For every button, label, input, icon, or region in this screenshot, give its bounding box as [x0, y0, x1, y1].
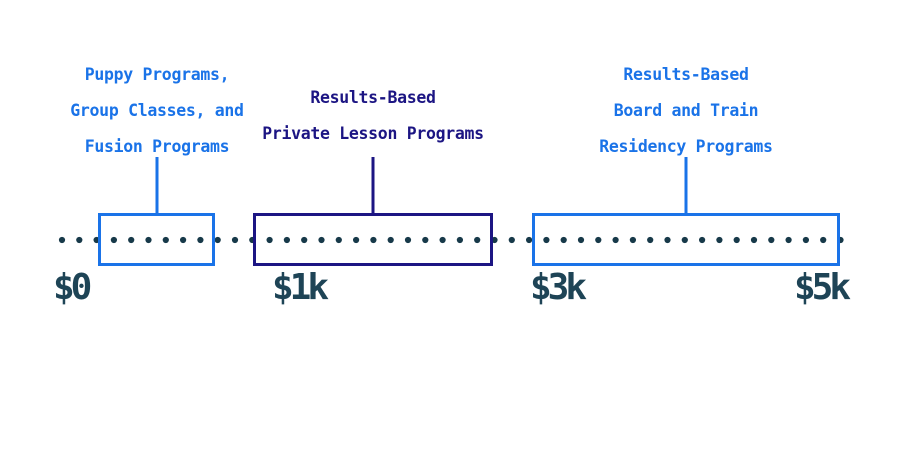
axis-dot	[543, 236, 550, 244]
axis-dot	[318, 236, 325, 244]
range-box-private-lesson	[253, 213, 493, 266]
axis-dot	[145, 236, 152, 244]
caption-line: Group Classes, and	[70, 101, 244, 120]
axis-dot	[404, 236, 412, 244]
axis-dot	[612, 236, 619, 244]
axis-dot	[283, 236, 290, 244]
range-box-puppy-group-fusion	[98, 213, 215, 266]
tick-label-5k: $5k	[794, 267, 851, 308]
axis-dot	[439, 236, 446, 244]
tick-label-1k: $1k	[272, 267, 329, 308]
axis-dot	[128, 236, 135, 244]
axis-dot	[353, 236, 360, 244]
caption-line: Residency Programs	[599, 137, 773, 156]
axis-dot	[180, 236, 187, 244]
caption-line: Private Lesson Programs	[262, 124, 484, 143]
axis-dot	[370, 236, 377, 244]
axis-dot	[456, 236, 463, 244]
axis-dot	[214, 236, 221, 244]
axis-dot	[197, 236, 204, 244]
axis-dot	[335, 236, 342, 244]
axis-dot	[231, 236, 239, 244]
axis-dot	[526, 236, 533, 244]
caption-line: Results-Based	[623, 65, 749, 84]
axis-dot	[474, 236, 481, 244]
axis-dot	[699, 236, 706, 244]
axis-dot	[560, 236, 567, 244]
axis-dot	[577, 236, 585, 244]
caption-private-lesson: Results-Based Private Lesson Programs	[248, 80, 498, 152]
axis-dot	[785, 236, 792, 244]
axis-dot	[664, 236, 671, 244]
axis-dot	[595, 236, 602, 244]
tick-label-3k: $3k	[530, 267, 587, 308]
axis-dot	[802, 236, 810, 244]
range-box-board-and-train	[532, 213, 840, 266]
caption-line: Board and Train	[613, 101, 759, 120]
caption-line: Puppy Programs,	[84, 65, 230, 84]
axis-dot	[768, 236, 775, 244]
caption-board-and-train: Results-Based Board and Train Residency …	[576, 57, 796, 165]
axis-dot	[422, 236, 429, 244]
axis-dot	[266, 236, 273, 244]
caption-line: Results-Based	[310, 88, 436, 107]
dotted-price-axis	[58, 236, 844, 244]
axis-dot	[716, 236, 723, 244]
axis-dot	[387, 236, 394, 244]
axis-dot	[58, 236, 66, 244]
axis-dot	[733, 236, 740, 244]
axis-dot	[820, 236, 827, 244]
tick-label-0: $0	[53, 267, 92, 308]
axis-dot	[750, 236, 758, 244]
axis-dot	[629, 236, 637, 244]
axis-dot	[110, 236, 117, 244]
axis-dot	[162, 236, 169, 244]
axis-dot	[301, 236, 308, 244]
caption-line: Fusion Programs	[84, 137, 230, 156]
axis-dot	[76, 236, 83, 244]
axis-dot	[681, 236, 688, 244]
caption-puppy-group-fusion: Puppy Programs, Group Classes, and Fusio…	[57, 57, 257, 165]
axis-dot	[508, 236, 515, 244]
axis-dot	[647, 236, 654, 244]
